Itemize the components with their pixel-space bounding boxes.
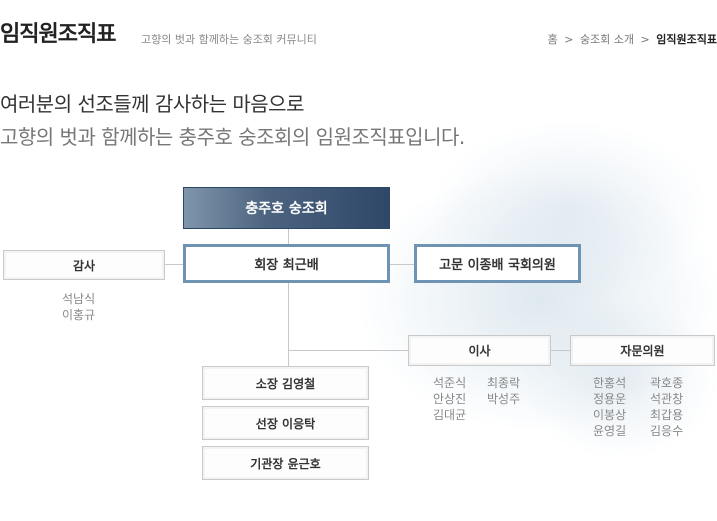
member-name: 김응수 — [650, 424, 684, 438]
consultants-box: 자문의원 — [570, 335, 715, 366]
member-name: 이홍규 — [62, 308, 96, 322]
breadcrumb-separator: > — [640, 33, 650, 46]
member-name: 박성주 — [487, 392, 521, 406]
member-name: 윤영길 — [593, 424, 627, 438]
connector-line — [288, 229, 289, 244]
intro-line-1: 여러분의 선조들께 감사하는 마음으로 — [0, 92, 304, 116]
unit-box-office-chief: 소장 김영철 — [202, 366, 369, 400]
member-name: 이봉상 — [593, 408, 627, 422]
member-name: 최종락 — [487, 376, 521, 390]
audit-box: 감사 — [3, 250, 165, 280]
connector-line — [288, 283, 289, 366]
directors-box: 이사 — [408, 335, 551, 366]
member-name: 정용운 — [593, 392, 627, 406]
connector-line — [165, 264, 183, 265]
connector-line — [390, 264, 414, 265]
breadcrumb-home[interactable]: 홈 — [547, 33, 558, 46]
directors-col-2: 최종락 박성주 — [487, 375, 520, 407]
directors-col-1: 석준식 안상진 김대균 — [433, 375, 466, 423]
member-name: 곽호종 — [650, 376, 684, 390]
breadcrumb: 홈 > 숭조회 소개 > 임직원조직표 — [548, 31, 717, 47]
member-name: 최갑용 — [650, 408, 684, 422]
connector-line — [288, 350, 408, 351]
unit-box-captain: 선장 이응탁 — [202, 406, 369, 440]
member-name: 석남식 — [62, 292, 96, 306]
consultants-col-2: 곽호종 석관창 최갑용 김응수 — [650, 375, 683, 439]
intro-line-2: 고향의 벗과 함께하는 충주호 숭조회의 임원조직표입니다. — [0, 125, 465, 149]
unit-box-engineer: 기관장 윤근호 — [202, 446, 369, 480]
member-name: 석관창 — [650, 392, 684, 406]
org-top-box: 충주호 숭조회 — [183, 187, 390, 229]
consultants-col-1: 한홍석 정용운 이봉상 윤영길 — [593, 375, 626, 439]
member-name: 한홍석 — [593, 376, 627, 390]
audit-members: 석남식 이홍규 — [62, 291, 95, 323]
advisor-box: 고문 이종배 국회의원 — [414, 244, 581, 283]
page-subtitle: 고향의 벗과 함께하는 숭조회 커뮤니티 — [141, 33, 317, 46]
member-name: 석준식 — [433, 376, 467, 390]
breadcrumb-about[interactable]: 숭조회 소개 — [579, 33, 635, 46]
member-name: 안상진 — [433, 392, 467, 406]
breadcrumb-separator: > — [564, 33, 574, 46]
member-name: 김대균 — [433, 408, 467, 422]
president-box: 회장 최근배 — [183, 244, 390, 283]
page-title: 임직원조직표 — [0, 22, 116, 47]
connector-line — [551, 350, 570, 351]
breadcrumb-current: 임직원조직표 — [656, 33, 717, 46]
